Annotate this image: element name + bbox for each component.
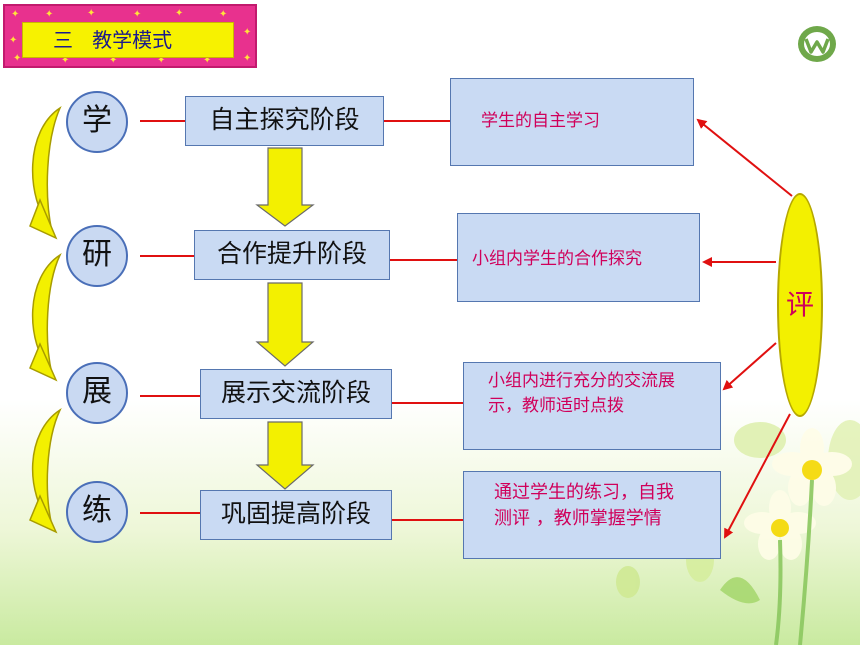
flower-decoration — [616, 420, 860, 645]
eval-arrow — [722, 342, 777, 391]
stage-box: 巩固提高阶段 — [200, 490, 392, 540]
down-arrow — [255, 421, 315, 490]
evaluation-ellipse: 评 — [777, 193, 823, 417]
step-char-circle: 展 — [66, 362, 128, 424]
curved-arrow-3 — [29, 407, 62, 534]
step-char-circle: 研 — [66, 225, 128, 287]
curved-arrow-2 — [29, 252, 62, 382]
down-arrow — [255, 282, 315, 367]
note-box: 小组内学生的合作探究 — [457, 213, 700, 302]
step-char-circle: 学 — [66, 91, 128, 153]
title-frame: ✦ ✦ ✦ ✦ ✦ ✦ ✦ ✦ ✦ ✦ ✦ ✦ ✦ ✦ 三 教学模式 — [3, 4, 257, 68]
page-title: 三 教学模式 — [22, 22, 234, 58]
curved-arrow-1 — [29, 106, 62, 240]
stage-box: 展示交流阶段 — [200, 369, 392, 419]
stage-box: 合作提升阶段 — [194, 230, 390, 280]
step-char-circle: 练 — [66, 481, 128, 543]
stage-box: 自主探究阶段 — [185, 96, 384, 146]
note-box: 学生的自主学习 — [450, 78, 694, 166]
note-box: 小组内进行充分的交流展示，教师适时点拨 — [463, 362, 721, 450]
logo-icon — [798, 26, 836, 62]
note-box: 通过学生的练习，自我测评 ，教师掌握学情 — [463, 471, 721, 559]
down-arrow — [255, 147, 315, 227]
eval-arrow — [724, 413, 791, 539]
eval-arrow — [696, 118, 793, 197]
